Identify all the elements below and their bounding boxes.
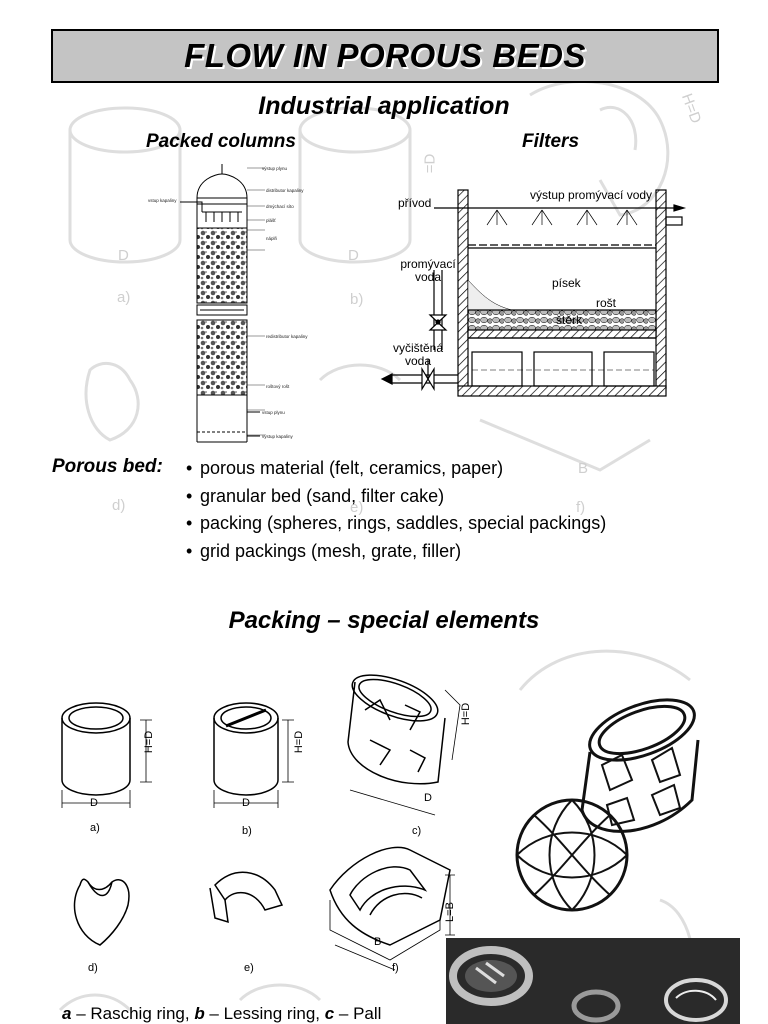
list-item: •porous material (felt, ceramics, paper) xyxy=(186,458,504,478)
filter-label-gravel: štěrk xyxy=(556,313,583,327)
ghost-label: B xyxy=(578,460,589,477)
dimension-label: D xyxy=(90,797,98,809)
dimension-label: H=D xyxy=(143,730,156,754)
ghost-label: D xyxy=(118,247,129,264)
figure-letter: b) xyxy=(242,825,252,837)
column-label: vstup plynu xyxy=(262,410,285,415)
filter-label-clean-water: vyčištěná voda xyxy=(392,341,444,368)
ghost-label: d) xyxy=(112,497,126,514)
column-label: dmýchací síto xyxy=(266,204,294,209)
filter-label-inlet: přívod xyxy=(398,196,432,210)
filter-diagram xyxy=(380,189,687,397)
list-item: •packing (spheres, rings, saddles, speci… xyxy=(186,513,607,533)
ghost-label: a) xyxy=(117,289,131,306)
ghost-label: f) xyxy=(576,499,586,516)
ghost-label: b) xyxy=(350,291,364,308)
porous-bed-label: Porous bed: xyxy=(52,456,163,477)
dimension-label: H=D xyxy=(460,702,473,726)
dimension-label: B xyxy=(374,936,382,948)
packed-column-diagram xyxy=(180,164,265,443)
filter-label-grate: rošt xyxy=(596,296,617,310)
dimension-label: D xyxy=(242,797,250,809)
pall-rings-illustration xyxy=(515,698,700,912)
column-label: plášť xyxy=(266,218,276,223)
packing-photo xyxy=(446,938,740,1024)
packing-elements-diagram xyxy=(61,674,461,971)
figure-letter: d) xyxy=(88,962,98,974)
figure-letter: e) xyxy=(244,962,254,974)
industrial-heading: Industrial application xyxy=(258,92,510,120)
figure-letter: f) xyxy=(392,962,399,974)
dimension-label: D xyxy=(424,792,432,804)
ghost-label: =D xyxy=(421,153,439,174)
filter-label-wash-outlet: výstup promývací vody xyxy=(530,188,653,202)
packing-heading: Packing – special elements xyxy=(228,607,540,634)
figure-caption: a – Raschig ring, b – Lessing ring, c – … xyxy=(62,1004,382,1023)
filter-label-wash-water: promývací voda xyxy=(400,257,456,284)
title-banner: FLOW IN POROUS BEDS xyxy=(51,29,719,83)
column-label: distributor kapaliny xyxy=(266,188,304,193)
column-label: vstup kapaliny xyxy=(148,198,177,203)
figure-letter: a) xyxy=(90,822,100,834)
column-label: roštový rošt xyxy=(266,384,290,389)
packed-columns-heading: Packed columns xyxy=(146,131,296,152)
ghost-label: e) xyxy=(350,499,364,516)
dimension-label: H=D xyxy=(293,730,306,754)
column-label: výstup plynu xyxy=(262,166,288,171)
figure-letter: c) xyxy=(412,825,422,837)
page-title: FLOW IN POROUS BEDS xyxy=(184,37,586,74)
ghost-label: D xyxy=(348,247,359,264)
dimension-label: L=B xyxy=(443,902,456,922)
porous-bed-list: •porous material (felt, ceramics, paper)… xyxy=(186,455,606,565)
column-label: náplň xyxy=(266,236,278,241)
list-item: •granular bed (sand, filter cake) xyxy=(186,485,445,506)
filter-label-sand: písek xyxy=(552,276,581,290)
list-item: •grid packings (mesh, grate, filler) xyxy=(186,540,462,561)
filters-heading: Filters xyxy=(522,131,580,152)
column-label: redistributor kapaliny xyxy=(266,334,308,339)
column-label: výstup kapaliny xyxy=(262,434,293,439)
